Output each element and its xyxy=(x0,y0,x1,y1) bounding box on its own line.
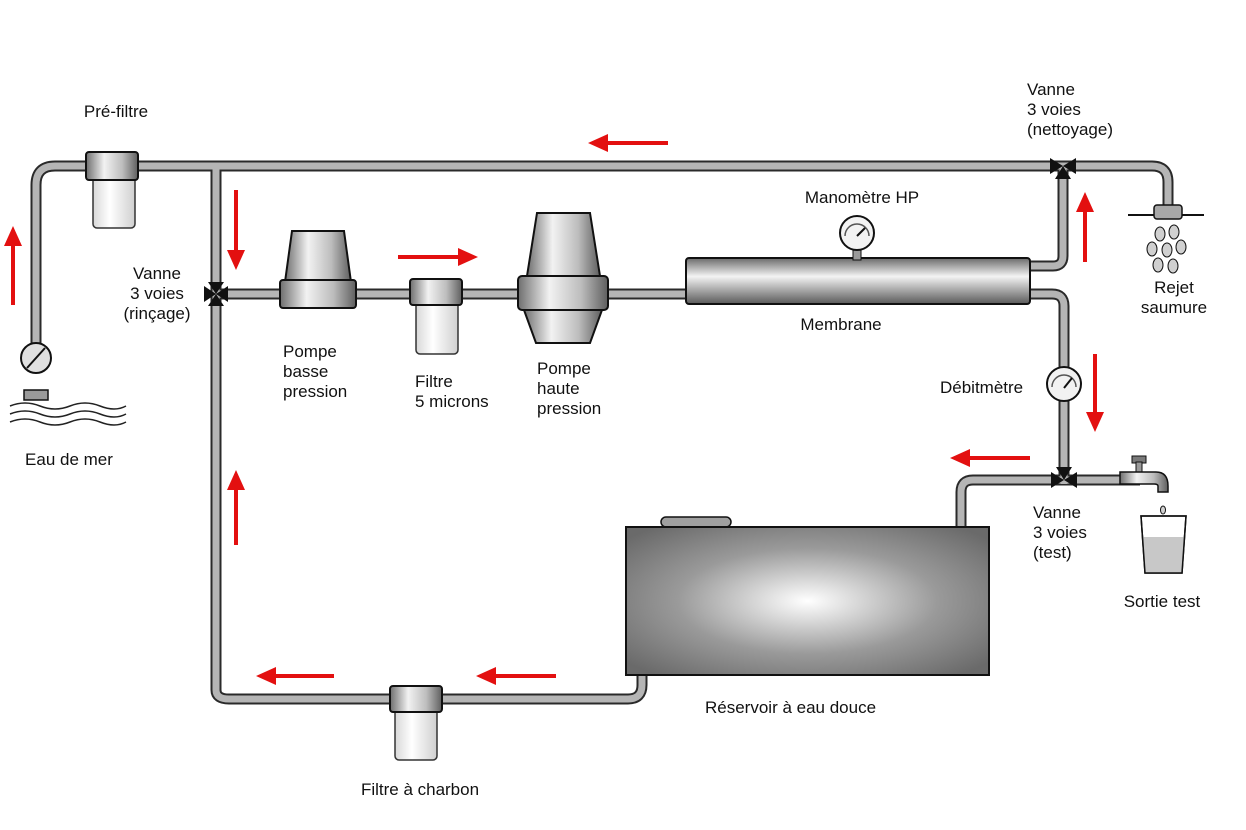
valve-test-line-2: 3 voies xyxy=(1033,523,1087,542)
micron-filter-line-1: Filtre xyxy=(415,372,453,391)
pre-filter-icon xyxy=(85,151,139,229)
membrane-icon xyxy=(685,257,1031,305)
valve-test-line-1: Vanne xyxy=(1033,503,1081,522)
micron-filter-icon xyxy=(409,278,463,355)
micron-filter-label: Filtre 5 microns xyxy=(415,372,515,412)
brine-line-1: Rejet xyxy=(1154,278,1194,297)
high-pump-line-1: Pompe xyxy=(537,359,591,378)
low-pump-label: Pompe basse pression xyxy=(283,342,373,402)
valve-rinse-line-3: (rinçage) xyxy=(123,304,191,323)
flow-arrows xyxy=(4,134,1104,685)
test-glass-icon xyxy=(1140,515,1187,574)
carbon-filter-icon xyxy=(389,685,443,761)
sea-water-label: Eau de mer xyxy=(25,450,113,469)
valve-clean-label: Vanne 3 voies (nettoyage) xyxy=(1027,80,1137,140)
flow-arrow-left-bottom-1 xyxy=(476,667,556,685)
high-pump-label: Pompe haute pression xyxy=(537,359,627,419)
low-pump-line-2: basse xyxy=(283,362,329,381)
flowmeter-label: Débitmètre xyxy=(940,378,1024,397)
valve-rinse-line-2: 3 voies xyxy=(130,284,184,303)
flow-arrow-left-top xyxy=(588,134,668,152)
sea-water-intake xyxy=(9,342,127,426)
pre-filter-label: Pré-filtre xyxy=(83,102,149,121)
test-tap-icon xyxy=(1119,455,1169,515)
valve-clean-line-3: (nettoyage) xyxy=(1027,120,1113,139)
flowmeter-icon xyxy=(1046,366,1082,402)
carbon-filter-label: Filtre à charbon xyxy=(360,780,480,799)
high-pressure-pump-icon xyxy=(517,212,609,344)
valve-test-label: Vanne 3 voies (test) xyxy=(1033,503,1113,563)
valve-clean-icon xyxy=(1050,158,1076,179)
flow-arrow-left-test xyxy=(950,449,1030,467)
brine-outlet-icon xyxy=(1128,204,1204,274)
flow-arrow-up-return xyxy=(227,470,245,545)
pipes xyxy=(30,160,1174,705)
valve-test-icon xyxy=(1051,467,1077,488)
valve-rinse-label: Vanne 3 voies (rinçage) xyxy=(112,264,202,324)
valve-clean-line-2: 3 voies xyxy=(1027,100,1081,119)
flow-arrow-right-pumps xyxy=(398,248,478,266)
flow-arrow-left-bottom-2 xyxy=(256,667,334,685)
low-pressure-pump-icon xyxy=(279,230,357,309)
flow-arrow-down-rinse xyxy=(227,190,245,270)
flow-arrow-up-intake xyxy=(4,226,22,305)
brine-line-2: saumure xyxy=(1140,298,1208,317)
valve-test-line-3: (test) xyxy=(1033,543,1072,562)
valve-rinse-icon xyxy=(204,282,228,306)
low-pump-line-1: Pompe xyxy=(283,342,337,361)
high-pump-line-3: pression xyxy=(537,399,602,418)
micron-filter-line-2: 5 microns xyxy=(415,392,489,411)
hp-gauge-label: Manomètre HP xyxy=(804,188,920,207)
membrane-label: Membrane xyxy=(800,315,882,334)
high-pump-line-2: haute xyxy=(537,379,580,398)
brine-label: Rejet saumure xyxy=(1129,278,1219,318)
flow-arrow-down-flowmeter xyxy=(1086,354,1104,432)
valve-rinse-line-1: Vanne xyxy=(133,264,181,283)
valve-clean-line-1: Vanne xyxy=(1027,80,1075,99)
flow-arrow-up-brine xyxy=(1076,192,1094,262)
fresh-water-tank-icon xyxy=(625,516,990,676)
hp-gauge-icon xyxy=(839,215,875,261)
test-output-label: Sortie test xyxy=(1123,592,1201,611)
tank-label: Réservoir à eau douce xyxy=(705,698,877,717)
low-pump-line-3: pression xyxy=(283,382,348,401)
